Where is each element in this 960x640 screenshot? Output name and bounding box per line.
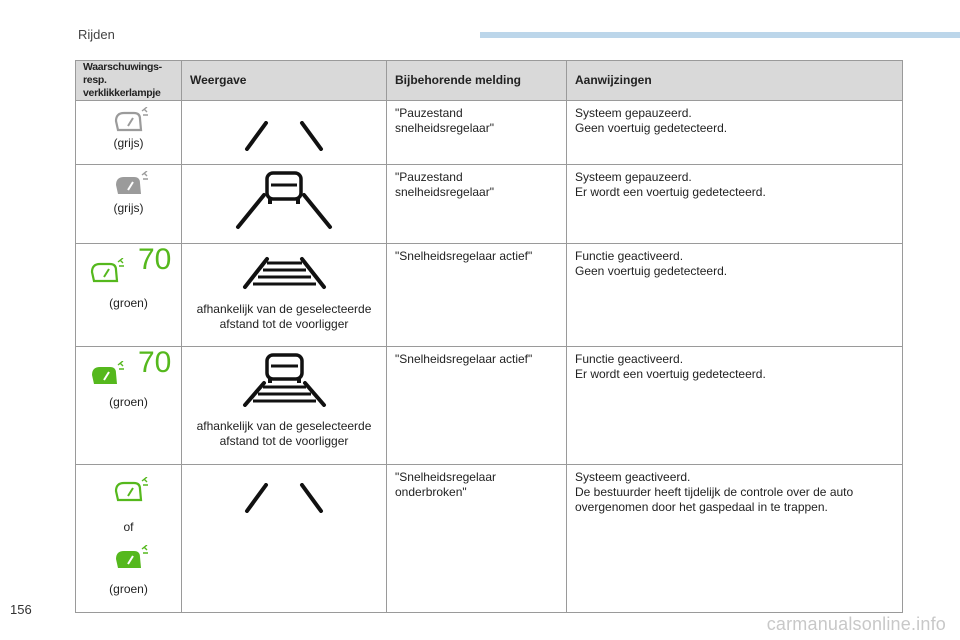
lamp-color-label: (groen) [109,296,148,310]
header-notes: Aanwijzingen [566,60,903,101]
set-speed-value: 70 [138,346,172,379]
note-cell: Systeem geactiveerd. De bestuurder heeft… [566,464,903,613]
note-cell: Functie geactiveerd. Er wordt een voertu… [566,346,903,465]
note-text: Functie geactiveerd. [575,352,684,366]
table-row: (grijs) "Pauzestand snelheidsregelaar" S… [75,100,903,165]
section-title: Rijden [78,27,115,42]
display-cell [181,164,387,244]
cruise-control-vehicle-icon [116,171,148,194]
lamp-cell: 70 (groen) [75,243,182,347]
note-text: De bestuurder heeft tijdelijk de control… [575,485,854,499]
display-caption-line: afstand tot de voorligger [219,434,349,448]
header-message: Bijbehorende melding [386,60,567,101]
message-cell: "Pauzestand snelheidsregelaar" [386,100,567,165]
cruise-control-suspended-outline-icon [114,477,148,502]
note-text: overgenomen door het gaspedaal in te tra… [575,500,828,514]
header-lamp: Waarschuwings- resp. verklikkerlampje [75,60,182,101]
lamp-color-label: (grijs) [113,201,144,215]
message-cell: "Snelheidsregelaar onderbroken" [386,464,567,613]
note-text: Geen voertuig gedetecteerd. [575,264,728,278]
note-cell: Systeem gepauzeerd. Geen voertuig gedete… [566,100,903,165]
display-caption: afhankelijk van de geselecteerde afstand… [182,419,386,449]
note-cell: Functie geactiveerd. Geen voertuig gedet… [566,243,903,347]
header-lamp-line1: Waarschuwings- [83,61,162,73]
note-text: Er wordt een voertuig gedetecteerd. [575,185,766,199]
table-header-row: Waarschuwings- resp. verklikkerlampje We… [75,60,903,101]
display-cell [181,100,387,165]
table-row: 70 (groen) afhankelijk van de geselectee… [75,346,903,465]
vehicle-ahead-distance-bars-icon [243,353,326,407]
message-text: "Pauzestand [395,170,463,184]
message-cell: "Pauzestand snelheidsregelaar" [386,164,567,244]
lamp-color-label: (groen) [109,395,148,409]
header-accent-bar [480,32,960,38]
table-row: of (groen) "Snelheidsregelaar onderbroke… [75,464,903,613]
message-text: snelheidsregelaar" [395,121,494,135]
note-text: Geen voertuig gedetecteerd. [575,121,728,135]
message-cell: "Snelheidsregelaar actief" [386,243,567,347]
note-text: Er wordt een voertuig gedetecteerd. [575,367,766,381]
lamp-or-label: of [123,520,134,534]
message-text: "Pauzestand [395,106,463,120]
table-row: 70 (groen) afhankelijk van de geselectee… [75,243,903,347]
cruise-control-active-vehicle-icon [92,361,124,384]
message-text: "Snelheidsregelaar [395,470,496,484]
display-cell: afhankelijk van de geselecteerde afstand… [181,243,387,347]
display-cell: afhankelijk van de geselecteerde afstand… [181,346,387,465]
distance-bars-lane-icon [243,257,326,289]
lane-lines-icon [245,483,323,513]
cruise-control-active-outline-icon [90,258,124,283]
header-lamp-line2: resp. verklikkerlampje [83,74,161,99]
message-text: snelheidsregelaar" [395,185,494,199]
lamp-cell: (grijs) [75,164,182,244]
lamp-cell: of (groen) [75,464,182,613]
set-speed-value: 70 [138,243,172,276]
lamp-cell: 70 (groen) [75,346,182,465]
message-text: "Snelheidsregelaar actief" [395,249,533,263]
cruise-control-suspended-vehicle-icon [116,545,148,568]
warning-lamp-table: Waarschuwings- resp. verklikkerlampje We… [75,60,903,613]
lamp-color-label: (grijs) [113,136,144,150]
message-text: "Snelheidsregelaar actief" [395,352,533,366]
display-caption-line: afstand tot de voorligger [219,317,349,331]
message-text: onderbroken" [395,485,467,499]
display-caption-line: afhankelijk van de geselecteerde [196,302,372,316]
page-number: 156 [10,602,32,617]
note-text: Systeem geactiveerd. [575,470,691,484]
note-text: Functie geactiveerd. [575,249,684,263]
vehicle-ahead-lane-icon [236,171,332,229]
lamp-cell: (grijs) [75,100,182,165]
table-row: (grijs) "Pauzestand snelheidsregelaar" S… [75,164,903,244]
header-display: Weergave [181,60,387,101]
message-cell: "Snelheidsregelaar actief" [386,346,567,465]
note-text: Systeem gepauzeerd. [575,106,692,120]
note-text: Systeem gepauzeerd. [575,170,692,184]
display-cell [181,464,387,613]
display-caption-line: afhankelijk van de geselecteerde [196,419,372,433]
watermark: carmanualsonline.info [766,614,946,634]
note-cell: Systeem gepauzeerd. Er wordt een voertui… [566,164,903,244]
lamp-color-label: (groen) [109,582,148,596]
display-caption: afhankelijk van de geselecteerde afstand… [182,302,386,332]
cruise-control-outline-icon [114,107,148,132]
lane-lines-icon [245,121,323,151]
